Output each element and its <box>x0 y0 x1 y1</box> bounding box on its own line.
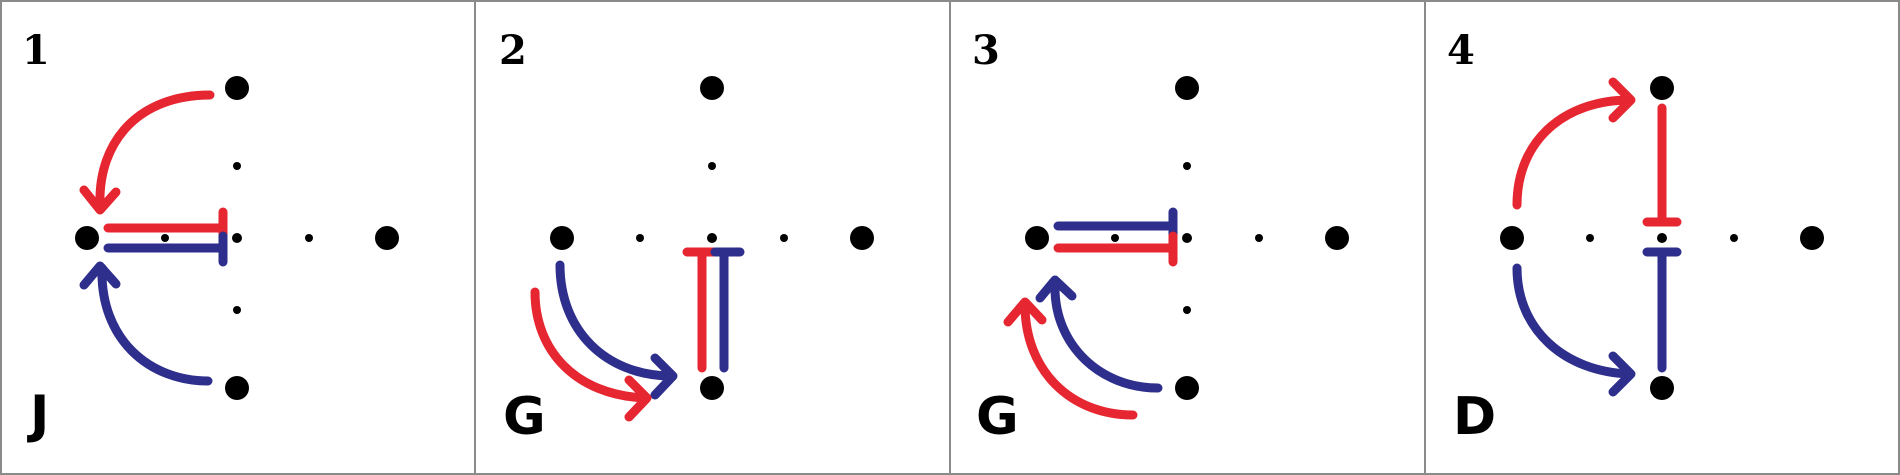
blue-stop-bar <box>1053 207 1178 241</box>
red-arrowhead <box>1608 77 1636 123</box>
large-dot <box>1650 376 1674 400</box>
panel-letter: D <box>1453 387 1496 447</box>
small-dot <box>708 162 716 170</box>
large-dot <box>700 76 724 100</box>
blue-curved-arrow <box>97 263 213 386</box>
red-arrowhead <box>624 375 652 422</box>
panel-number: 3 <box>972 27 1000 74</box>
panel-letter: G <box>503 387 546 447</box>
panel-2: 2 G <box>499 27 874 447</box>
center-dot <box>232 233 242 243</box>
small-dot <box>305 234 313 242</box>
small-dot <box>636 234 644 242</box>
panel-3: 3 G <box>972 27 1349 447</box>
blue-curved-arrow <box>555 260 675 381</box>
large-dot <box>850 226 874 250</box>
blue-curved-arrow <box>1512 263 1635 379</box>
small-dot <box>1730 234 1738 242</box>
large-dot <box>225 76 249 100</box>
red-stop-bar <box>1642 103 1682 227</box>
red-curved-arrow <box>530 287 650 403</box>
small-dot <box>780 234 788 242</box>
panel-1: 1 J <box>22 27 399 445</box>
panel-letter: G <box>976 387 1019 447</box>
blue-arrowhead <box>1035 275 1077 303</box>
red-arrowhead <box>1003 297 1047 327</box>
blue-stop-bar <box>710 247 745 373</box>
blue-stop-bar <box>1642 247 1682 373</box>
center-dot <box>1182 233 1192 243</box>
small-dot <box>233 306 241 314</box>
center-dot <box>1657 233 1667 243</box>
red-curved-arrow <box>95 90 215 210</box>
panel-number: 4 <box>1447 27 1475 74</box>
red-stop-bar <box>1053 231 1178 267</box>
red-stop-bar <box>682 247 720 373</box>
large-dot <box>1325 226 1349 250</box>
panel-4: 4 D <box>1447 27 1824 447</box>
grid-points <box>1025 76 1349 400</box>
grid-points <box>550 76 874 400</box>
blue-stop-bar <box>103 231 228 267</box>
grid-points <box>75 76 399 400</box>
large-dot <box>1800 226 1824 250</box>
large-dot <box>1500 226 1524 250</box>
small-dot <box>1183 306 1191 314</box>
red-arrowhead <box>79 185 121 215</box>
red-curved-arrow <box>1512 95 1635 210</box>
large-dot <box>1175 76 1199 100</box>
small-dot <box>1586 234 1594 242</box>
blue-arrowhead <box>79 261 121 290</box>
small-dot <box>1183 162 1191 170</box>
large-dot <box>550 226 574 250</box>
large-dot <box>75 226 99 250</box>
large-dot <box>1175 376 1199 400</box>
panel-number: 2 <box>499 27 527 74</box>
blue-curved-arrow <box>1050 283 1163 393</box>
panel-letter: J <box>27 385 49 445</box>
red-curved-arrow <box>1020 300 1138 420</box>
small-dot <box>161 234 169 242</box>
large-dot <box>225 376 249 400</box>
blue-arrowhead <box>1608 351 1636 397</box>
center-dot <box>707 233 717 243</box>
blue-arrowhead <box>650 353 678 400</box>
large-dot <box>700 376 724 400</box>
small-dot <box>233 162 241 170</box>
small-dot <box>1255 234 1263 242</box>
panel-number: 1 <box>22 27 50 74</box>
small-dot <box>1111 234 1119 242</box>
large-dot <box>375 226 399 250</box>
large-dot <box>1025 226 1049 250</box>
large-dot <box>1650 76 1674 100</box>
